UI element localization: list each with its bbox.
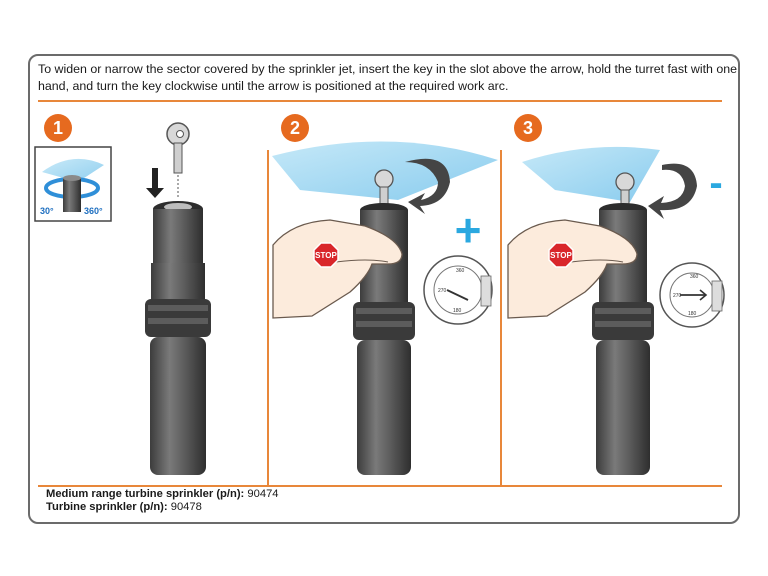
step-2: 2 STOP + 360 270 (272, 114, 498, 475)
product-label: Medium range turbine sprinkler (p/n): (46, 488, 245, 500)
stop-sign-icon: STOP (548, 242, 574, 268)
step-divider-2 (500, 150, 502, 485)
step-3-number: 3 (523, 118, 533, 138)
dial-label-270: 270 (673, 293, 682, 299)
adjustment-key-icon (374, 169, 394, 208)
step-2-badge: 2 (281, 114, 309, 142)
water-jet-3 (522, 146, 660, 202)
dial-label-180: 180 (453, 308, 462, 314)
step-1-number: 1 (53, 118, 63, 138)
product-list: Medium range turbine sprinkler (p/n): 90… (46, 488, 279, 514)
instruction-text: To widen or narrow the sector covered by… (38, 62, 738, 93)
part-number: 90474 (247, 488, 279, 500)
header-divider (38, 100, 722, 102)
arc-max-label: 360° (84, 206, 103, 216)
step-1: 1 30° 360° (34, 114, 211, 475)
arc-dial-icon: 360 270 180 (423, 255, 493, 325)
step-2-number: 2 (290, 118, 300, 138)
stop-label: STOP (550, 251, 572, 260)
stop-label: STOP (315, 251, 337, 260)
dial-label-180: 180 (688, 311, 697, 317)
insert-arrow-icon (146, 168, 164, 198)
dial-label-270: 270 (438, 288, 447, 294)
product-row: Medium range turbine sprinkler (p/n): 90… (46, 488, 279, 501)
part-number: 90478 (170, 501, 202, 513)
rotate-arrow-icon (405, 158, 450, 214)
adjustment-key-icon (166, 122, 190, 198)
step-3-badge: 3 (514, 114, 542, 142)
arc-range-inset: 30° 360° (34, 146, 112, 222)
sprinkler-1 (145, 201, 211, 475)
minus-symbol: - (709, 161, 722, 205)
rotate-arrow-icon (648, 163, 697, 219)
product-label: Turbine sprinkler (p/n): (46, 501, 168, 513)
plus-symbol: + (455, 204, 482, 256)
step-1-badge: 1 (44, 114, 72, 142)
hand-icon (507, 219, 638, 319)
arc-min-label: 30° (40, 206, 54, 216)
dial-label-360: 360 (456, 268, 465, 274)
hand-icon (272, 219, 403, 319)
stop-sign-icon: STOP (313, 242, 339, 268)
step-divider-1 (267, 150, 269, 485)
product-row: Turbine sprinkler (p/n): 90478 (46, 501, 279, 514)
footer-divider (38, 485, 722, 487)
arc-dial-icon: 360 270 180 (659, 262, 725, 328)
step-3: 3 STOP - 360 270 (507, 114, 725, 475)
dial-label-360: 360 (690, 274, 699, 280)
